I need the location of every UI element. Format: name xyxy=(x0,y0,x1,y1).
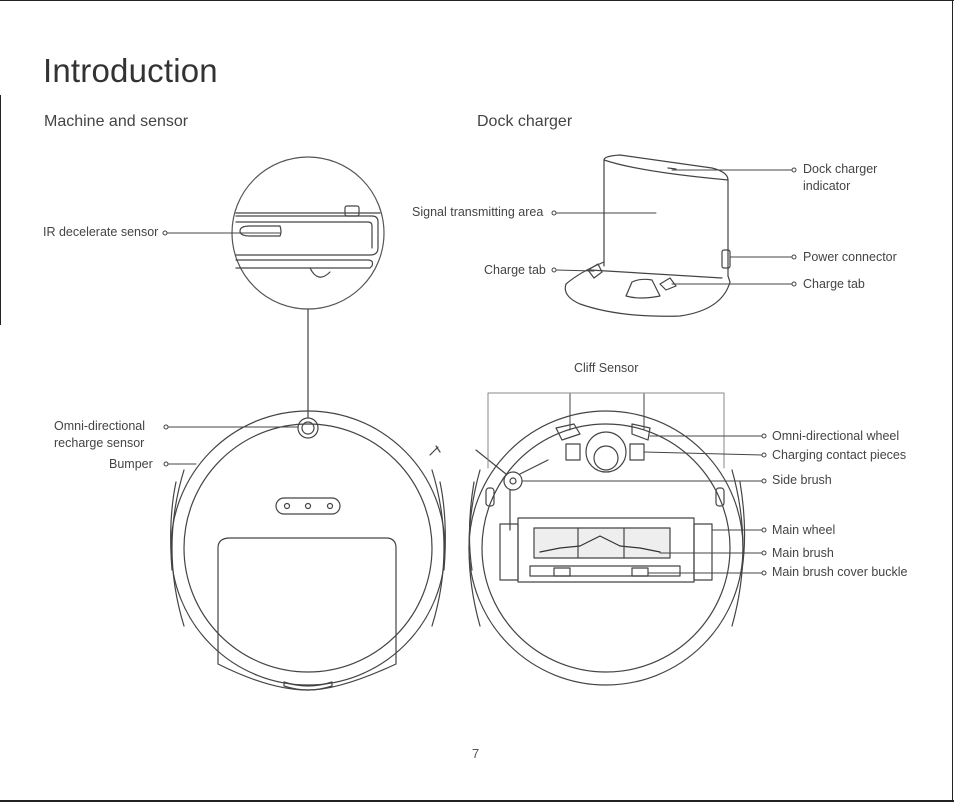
label-dock-charger-indicator: Dock charger indicator xyxy=(803,162,878,193)
section-machine-sensor: Machine and sensor xyxy=(44,113,189,130)
page-right-border xyxy=(952,0,953,802)
page-top-border xyxy=(0,0,954,1)
label-main-brush-cover-buckle: Main brush cover buckle xyxy=(772,565,908,579)
dock-charger-illustration xyxy=(564,154,731,317)
label-charging-contact-pieces: Charging contact pieces xyxy=(772,448,907,462)
label-ir-decelerate-sensor: IR decelerate sensor xyxy=(43,225,159,239)
label-signal-transmitting-area: Signal transmitting area xyxy=(412,205,544,219)
label-main-brush: Main brush xyxy=(772,546,834,560)
label-main-wheel: Main wheel xyxy=(772,523,836,537)
page-left-mark xyxy=(0,95,1,325)
label-charge-tab-right: Charge tab xyxy=(803,277,865,291)
label-side-brush: Side brush xyxy=(772,473,832,487)
page-title: Introduction xyxy=(43,52,218,89)
robot-bottom-view-illustration xyxy=(468,392,746,686)
page-number: 7 xyxy=(472,746,480,761)
label-power-connector: Power connector xyxy=(803,250,897,264)
leader-lines xyxy=(162,167,797,576)
label-cliff-sensor: Cliff Sensor xyxy=(574,361,639,375)
label-omni-recharge-sensor: Omni-directional recharge sensor xyxy=(54,419,146,450)
label-omni-directional-wheel: Omni-directional wheel xyxy=(772,429,900,443)
section-dock-charger: Dock charger xyxy=(477,113,573,130)
robot-top-view-illustration xyxy=(170,410,446,691)
label-bumper: Bumper xyxy=(109,457,153,471)
page-bottom-border xyxy=(0,800,954,802)
label-charge-tab-left: Charge tab xyxy=(484,263,546,277)
